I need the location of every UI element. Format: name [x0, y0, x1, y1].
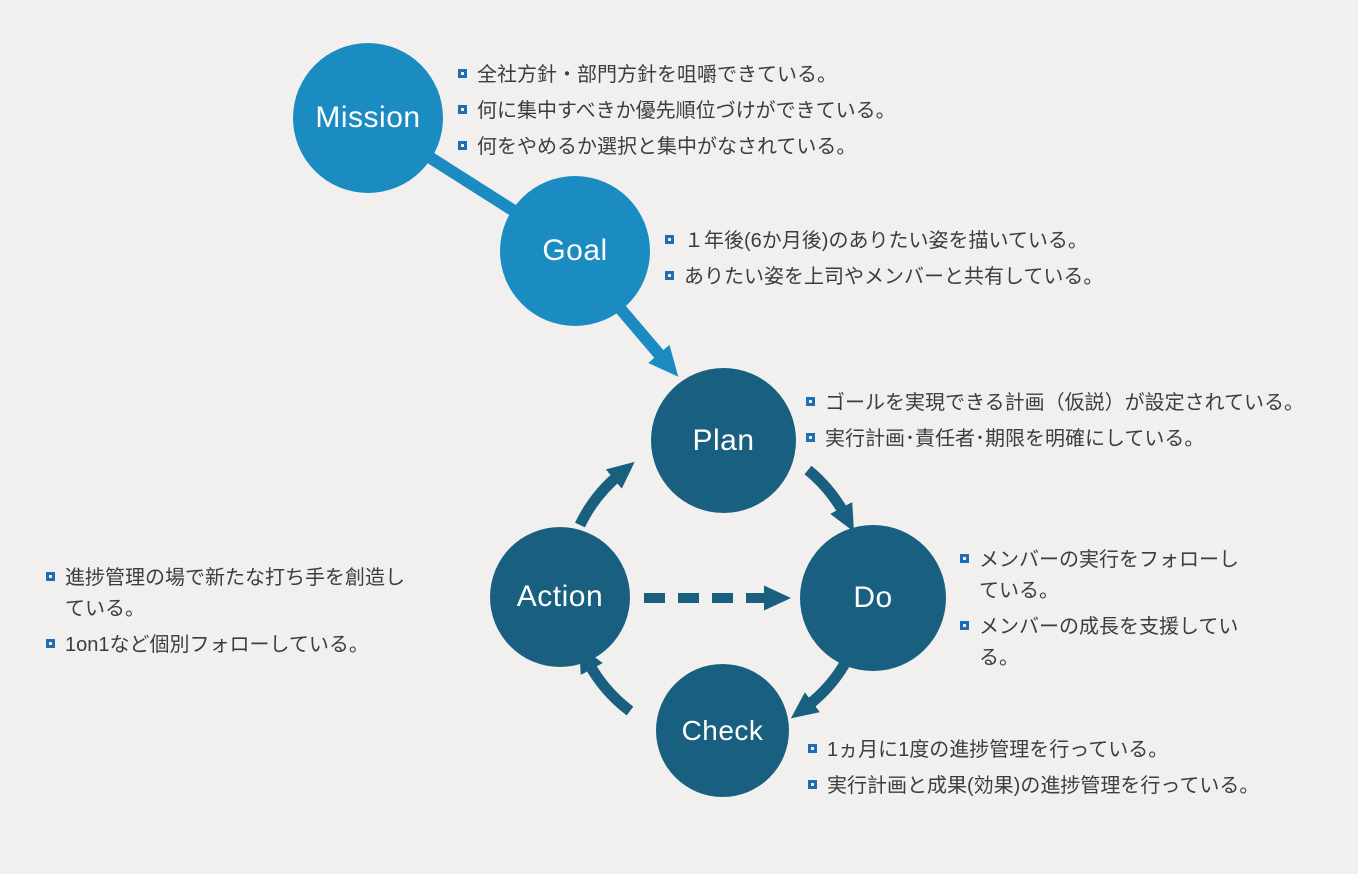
- note-item: １年後(6か月後)のありたい姿を描いている。: [665, 226, 1165, 257]
- note-item: 何をやめるか選択と集中がなされている。: [458, 132, 958, 163]
- node-do: Do: [800, 525, 946, 671]
- note-text: 1on1など個別フォローしている。: [65, 634, 369, 656]
- node-action-label: Action: [516, 580, 604, 613]
- note-text: 進捗管理の場で新たな打ち手を創造している。: [65, 567, 405, 620]
- goal-notes: １年後(6か月後)のありたい姿を描いている。 ありたい姿を上司やメンバーと共有し…: [665, 226, 1165, 298]
- node-mission-label: Mission: [315, 101, 421, 134]
- note-item: 実行計画と成果(効果)の進捗管理を行っている。: [808, 771, 1278, 802]
- note-text: １年後(6か月後)のありたい姿を描いている。: [684, 230, 1088, 252]
- note-item: ありたい姿を上司やメンバーと共有している。: [665, 262, 1165, 293]
- note-text: 全社方針・部門方針を咀嚼できている。: [477, 64, 837, 86]
- arrow-plan-to-do: [804, 465, 854, 532]
- node-goal: Goal: [500, 176, 650, 326]
- note-item: 進捗管理の場で新たな打ち手を創造している。: [46, 563, 406, 625]
- bullet-square-icon: [458, 105, 467, 114]
- node-goal-label: Goal: [542, 234, 608, 267]
- note-text: 1ヵ月に1度の進捗管理を行っている。: [827, 739, 1169, 761]
- note-item: 1on1など個別フォローしている。: [46, 630, 406, 661]
- note-text: メンバーの成長を支援している。: [979, 616, 1239, 669]
- note-text: 何に集中すべきか優先順位づけができている。: [477, 100, 896, 122]
- bullet-square-icon: [960, 554, 969, 563]
- bullet-square-icon: [808, 780, 817, 789]
- bullet-square-icon: [806, 397, 815, 406]
- note-text: 実行計画と成果(効果)の進捗管理を行っている。: [827, 775, 1260, 797]
- node-check-label: Check: [681, 714, 764, 746]
- note-item: メンバーの成長を支援している。: [960, 612, 1250, 674]
- note-item: ゴールを実現できる計画（仮説）が設定されている。: [806, 388, 1316, 419]
- arrow-do-to-check: [790, 655, 853, 719]
- arrow-mission-to-goal: [422, 149, 526, 222]
- node-do-label: Do: [853, 581, 893, 614]
- note-item: 実行計画･責任者･期限を明確にしている。: [806, 424, 1316, 455]
- node-plan-label: Plan: [692, 423, 755, 457]
- do-notes: メンバーの実行をフォローしている。 メンバーの成長を支援している。: [960, 545, 1250, 679]
- note-item: 1ヵ月に1度の進捗管理を行っている。: [808, 735, 1278, 766]
- node-plan: Plan: [651, 368, 796, 513]
- note-text: ゴールを実現できる計画（仮説）が設定されている。: [825, 392, 1304, 414]
- bullet-square-icon: [46, 639, 55, 648]
- note-text: ありたい姿を上司やメンバーと共有している。: [684, 266, 1104, 288]
- bullet-square-icon: [458, 69, 467, 78]
- action-notes: 進捗管理の場で新たな打ち手を創造している。 1on1など個別フォローしている。: [46, 563, 406, 666]
- note-item: 全社方針・部門方針を咀嚼できている。: [458, 60, 958, 91]
- arrow-check-to-action: [579, 645, 634, 716]
- bullet-square-icon: [808, 744, 817, 753]
- node-check: Check: [656, 664, 789, 797]
- plan-notes: ゴールを実現できる計画（仮説）が設定されている。 実行計画･責任者･期限を明確に…: [806, 388, 1316, 460]
- arrow-action-to-plan: [575, 461, 635, 528]
- bullet-square-icon: [665, 271, 674, 280]
- bullet-square-icon: [458, 141, 467, 150]
- mission-notes: 全社方針・部門方針を咀嚼できている。 何に集中すべきか優先順位づけができている。…: [458, 60, 958, 168]
- node-action: Action: [490, 527, 630, 667]
- bullet-square-icon: [46, 572, 55, 581]
- bullet-square-icon: [665, 235, 674, 244]
- note-item: 何に集中すべきか優先順位づけができている。: [458, 96, 958, 127]
- note-item: メンバーの実行をフォローしている。: [960, 545, 1250, 607]
- note-text: メンバーの実行をフォローしている。: [979, 549, 1239, 602]
- note-text: 何をやめるか選択と集中がなされている。: [477, 136, 857, 158]
- check-notes: 1ヵ月に1度の進捗管理を行っている。 実行計画と成果(効果)の進捗管理を行ってい…: [808, 735, 1278, 807]
- arrow-goal-to-plan: [613, 302, 679, 377]
- note-text: 実行計画･責任者･期限を明確にしている。: [825, 428, 1205, 450]
- node-mission: Mission: [293, 43, 443, 193]
- bullet-square-icon: [960, 621, 969, 630]
- bullet-square-icon: [806, 433, 815, 442]
